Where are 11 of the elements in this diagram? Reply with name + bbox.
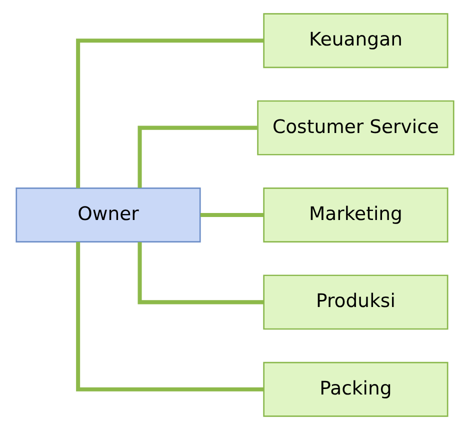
node-box: Produksi [263, 274, 448, 330]
connector [138, 126, 258, 188]
node-box: Costumer Service [257, 100, 454, 156]
connector [76, 242, 264, 392]
node-box: Marketing [263, 188, 448, 242]
node-box: Owner [16, 188, 201, 242]
node-box: Packing [263, 362, 448, 417]
connector [76, 38, 264, 188]
connector [200, 212, 264, 218]
node-box: Keuangan [263, 13, 448, 68]
connector [138, 242, 264, 304]
